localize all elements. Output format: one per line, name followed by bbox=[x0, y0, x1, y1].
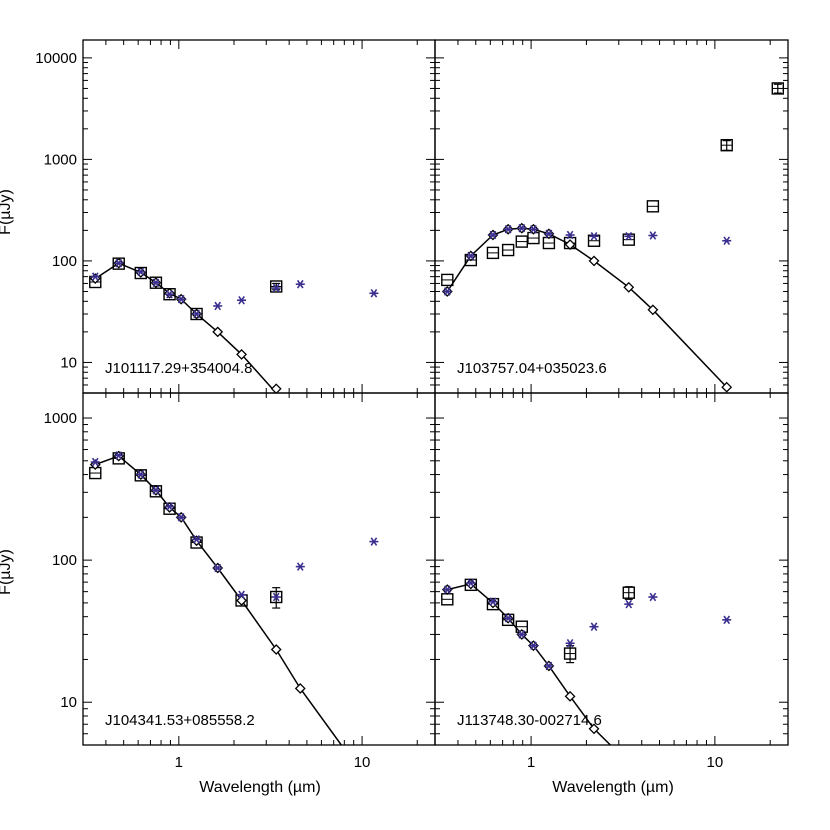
plot-area bbox=[441, 82, 784, 393]
model-diamond bbox=[623, 281, 635, 293]
model-star bbox=[151, 278, 161, 287]
model-star bbox=[271, 283, 281, 293]
model-star bbox=[369, 288, 379, 298]
model-star bbox=[192, 535, 202, 544]
model-star bbox=[528, 224, 538, 234]
y-tick-label: 1000 bbox=[44, 151, 77, 168]
plot-area bbox=[441, 578, 732, 745]
model-star bbox=[503, 224, 513, 234]
model-star bbox=[136, 267, 146, 277]
panel-frame bbox=[434, 39, 789, 394]
model-star bbox=[565, 230, 575, 240]
y-tick-label: 10 bbox=[60, 354, 77, 371]
panel-frame bbox=[434, 392, 789, 746]
model-sed-line bbox=[447, 583, 611, 745]
x-tick-label: 10 bbox=[707, 754, 724, 771]
model-star bbox=[295, 562, 305, 571]
y-tick-label: 10000 bbox=[35, 50, 77, 67]
model-star bbox=[565, 638, 575, 648]
model-star bbox=[237, 295, 247, 305]
model-sed-line bbox=[446, 227, 728, 388]
model-star bbox=[466, 251, 476, 261]
model-star bbox=[648, 231, 658, 240]
x-tick-label: 1 bbox=[527, 754, 535, 771]
model-star bbox=[722, 615, 732, 625]
x-axis-label-right: Wavelength (µm) bbox=[552, 779, 674, 796]
model-diamond bbox=[270, 644, 282, 655]
model-star bbox=[517, 223, 527, 233]
model-diamond bbox=[270, 383, 282, 393]
x-tick-label: 1 bbox=[175, 754, 183, 771]
x-tick-label: 10 bbox=[354, 754, 371, 771]
object-name-label: J101117.29+354004.8 bbox=[105, 360, 253, 377]
model-diamond bbox=[588, 255, 600, 267]
model-star bbox=[589, 231, 599, 241]
model-star bbox=[165, 289, 175, 299]
model-star bbox=[488, 597, 498, 606]
y-tick-label: 10 bbox=[60, 694, 77, 711]
model-star bbox=[648, 592, 658, 602]
model-star bbox=[624, 231, 634, 241]
model-star bbox=[213, 301, 223, 311]
model-diamond bbox=[294, 683, 306, 694]
y-tick-label: 1000 bbox=[44, 410, 77, 427]
model-star bbox=[369, 537, 379, 546]
model-star bbox=[213, 563, 223, 573]
object-name-label: J103757.04+035023.6 bbox=[457, 360, 607, 377]
model-star bbox=[271, 592, 281, 602]
model-diamond bbox=[236, 348, 247, 360]
object-name-label: J113748.30-002714.6 bbox=[457, 712, 602, 729]
model-diamond bbox=[588, 723, 600, 735]
model-diamond bbox=[647, 304, 659, 316]
model-diamond bbox=[212, 326, 224, 338]
model-star bbox=[544, 229, 554, 239]
model-star bbox=[237, 590, 247, 600]
model-star bbox=[544, 661, 554, 671]
model-star bbox=[114, 451, 124, 460]
model-star bbox=[176, 513, 186, 522]
y-axis-label-top: F(µJy) bbox=[0, 189, 14, 235]
plot-area bbox=[89, 257, 379, 393]
panel-4: 1 10 J113748.30-002714.6 bbox=[434, 392, 789, 771]
model-star bbox=[136, 470, 146, 479]
model-star bbox=[90, 457, 100, 467]
model-star bbox=[624, 599, 634, 609]
model-diamond bbox=[564, 239, 576, 250]
model-star bbox=[176, 294, 186, 304]
model-star bbox=[192, 309, 202, 319]
object-name-label: J104341.53+085558.2 bbox=[105, 712, 255, 729]
model-star bbox=[165, 502, 175, 511]
model-star bbox=[517, 630, 527, 639]
model-star bbox=[466, 578, 476, 588]
panel-frame bbox=[82, 39, 436, 394]
model-sed-line bbox=[95, 455, 342, 745]
model-diamond bbox=[564, 690, 576, 702]
model-star bbox=[589, 622, 599, 631]
panel-frame bbox=[82, 392, 436, 746]
model-star bbox=[503, 613, 513, 623]
model-diamond bbox=[721, 381, 733, 393]
model-star bbox=[442, 287, 452, 296]
model-star bbox=[90, 272, 100, 281]
y-tick-label: 100 bbox=[52, 253, 77, 270]
model-star bbox=[488, 230, 498, 240]
plot-area bbox=[89, 450, 379, 745]
model-star bbox=[114, 258, 124, 268]
panel-2: J103757.04+035023.6 bbox=[434, 39, 789, 394]
x-axis-label-left: Wavelength (µm) bbox=[199, 779, 321, 796]
model-star bbox=[442, 585, 452, 594]
y-tick-label: 100 bbox=[52, 552, 77, 569]
model-star bbox=[722, 236, 732, 246]
model-star bbox=[151, 486, 161, 495]
y-axis-label-bottom: F(µJy) bbox=[0, 549, 14, 595]
model-star bbox=[528, 641, 538, 650]
model-star bbox=[295, 279, 305, 289]
